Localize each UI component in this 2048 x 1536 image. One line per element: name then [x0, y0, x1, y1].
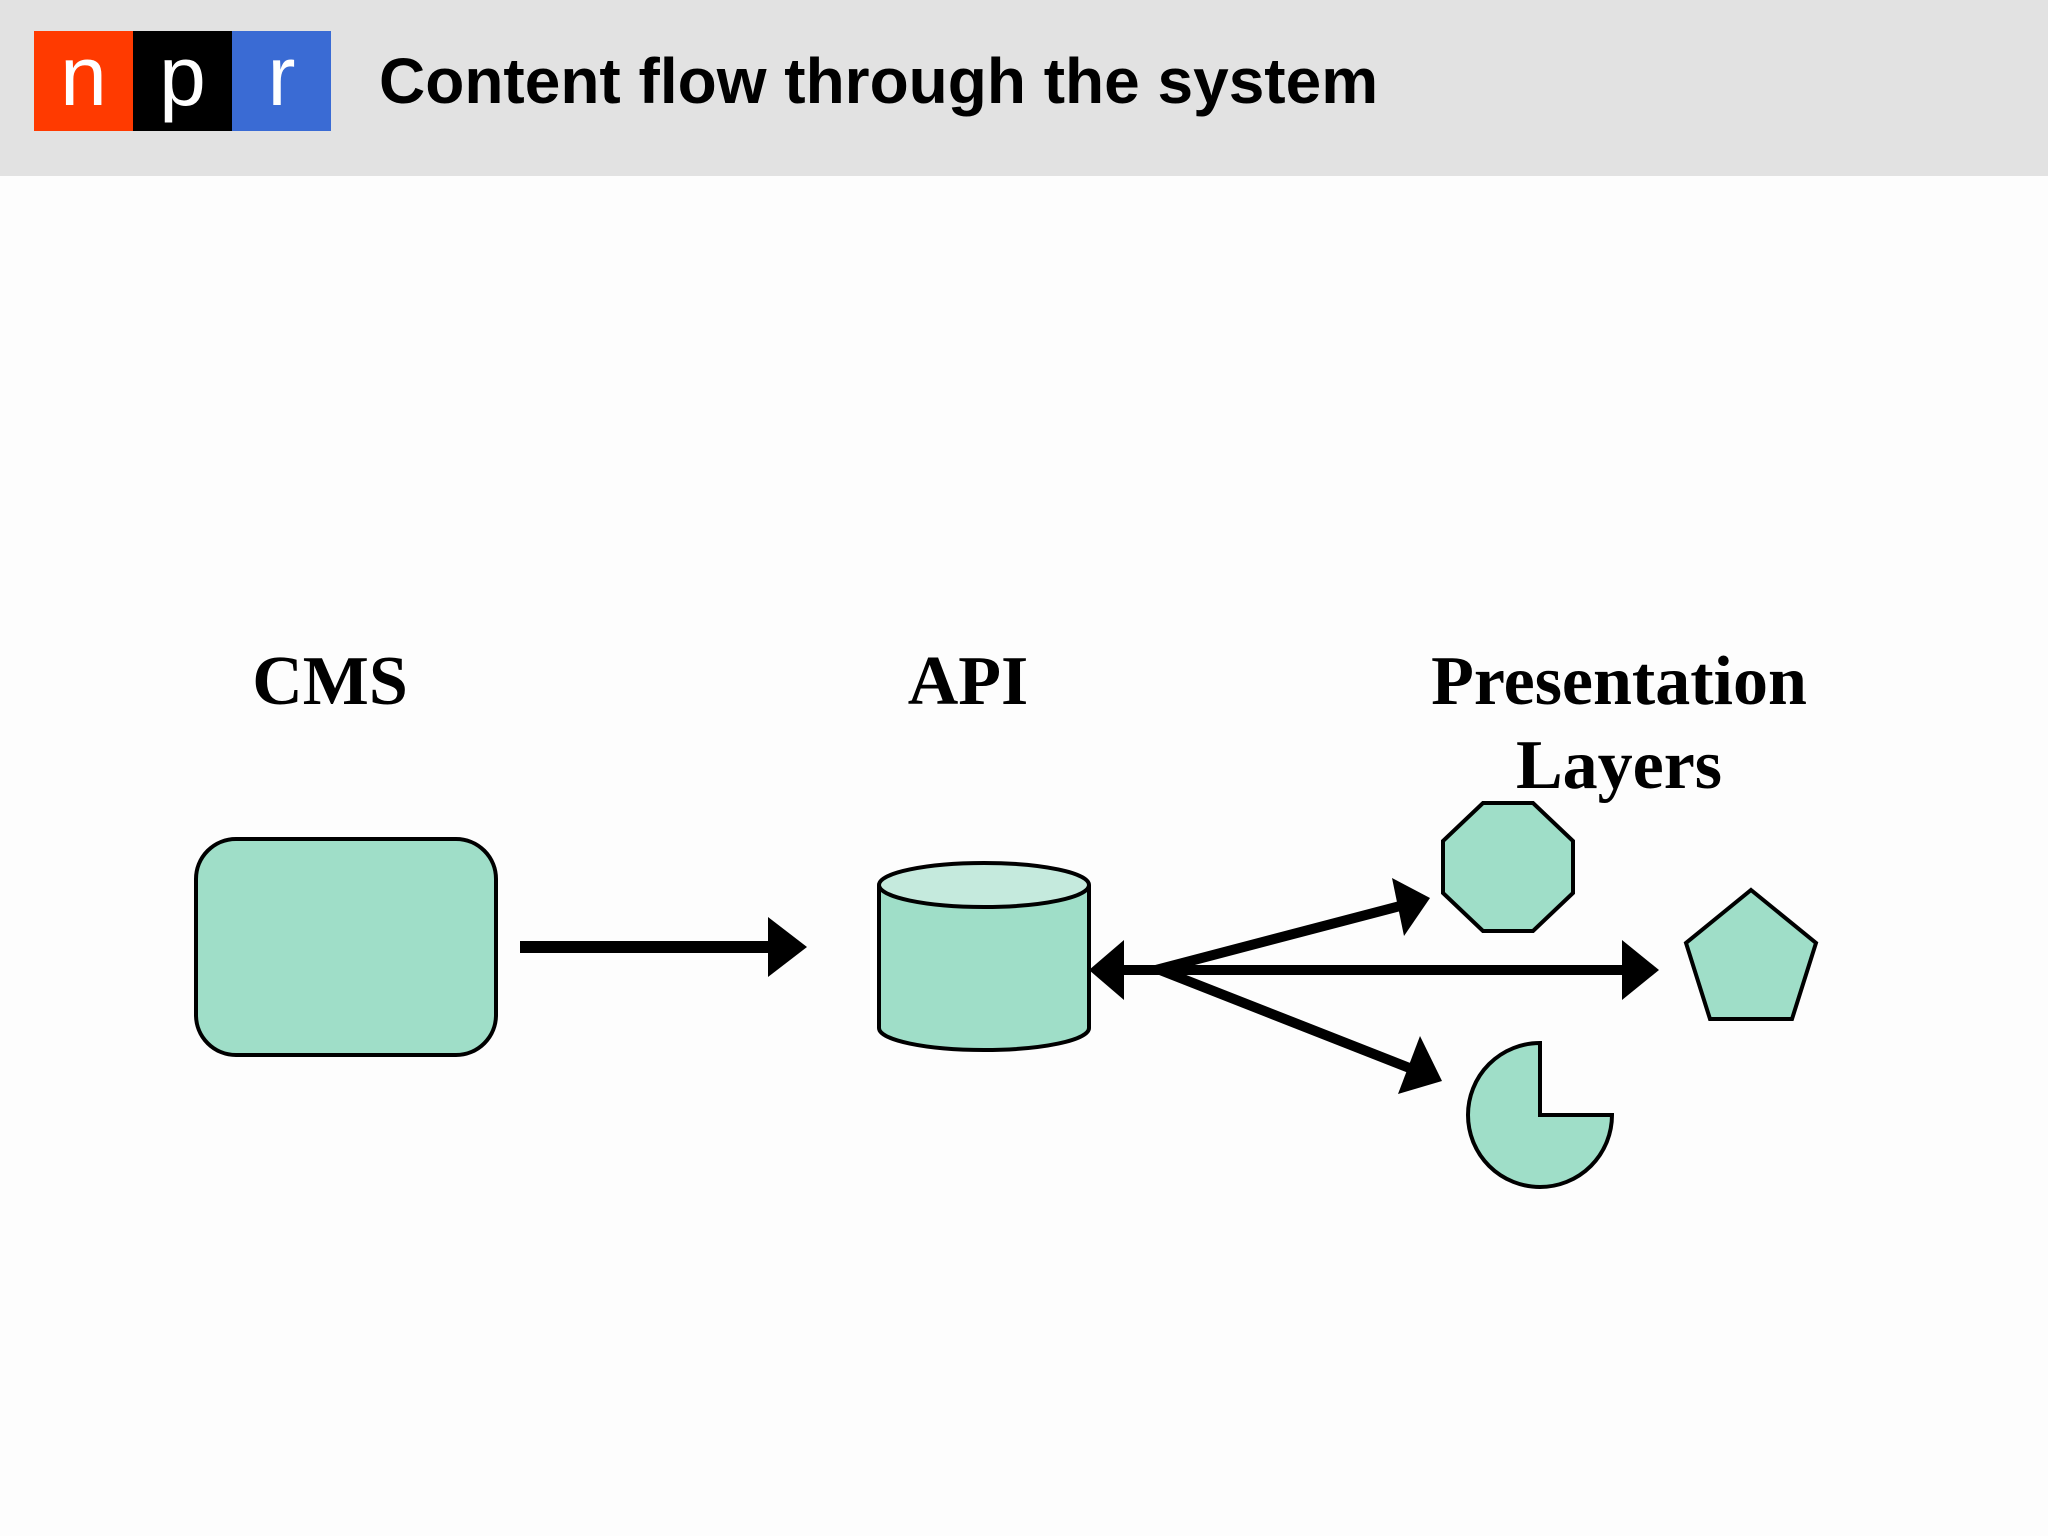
api-arrowhead — [1089, 940, 1124, 1000]
cms-box — [194, 837, 498, 1057]
presentation-label: Presentation Layers — [1431, 640, 1807, 808]
api-to-pentagon-arrow — [1110, 940, 1659, 1000]
octagon-shape — [1441, 801, 1575, 933]
api-to-pie-arrow — [1158, 965, 1442, 1094]
api-label: API — [907, 643, 1029, 720]
cms-to-api-arrow — [520, 917, 807, 977]
presentation-label-line1: Presentation — [1431, 643, 1807, 720]
slide-title: Content flow through the system — [379, 45, 1379, 117]
api-to-octagon-arrow — [1154, 878, 1430, 975]
api-cylinder — [877, 861, 1091, 1052]
npr-logo: n p r — [34, 31, 331, 131]
logo-letter-r: r — [232, 31, 331, 131]
slide-header: n p r Content flow through the system — [0, 0, 2048, 176]
cms-label: CMS — [252, 643, 408, 720]
logo-letter-n: n — [34, 31, 133, 131]
pie-shape — [1466, 1040, 1615, 1189]
presentation-label-line2: Layers — [1515, 727, 1723, 804]
pentagon-shape — [1683, 887, 1819, 1021]
logo-letter-p: p — [133, 31, 232, 131]
